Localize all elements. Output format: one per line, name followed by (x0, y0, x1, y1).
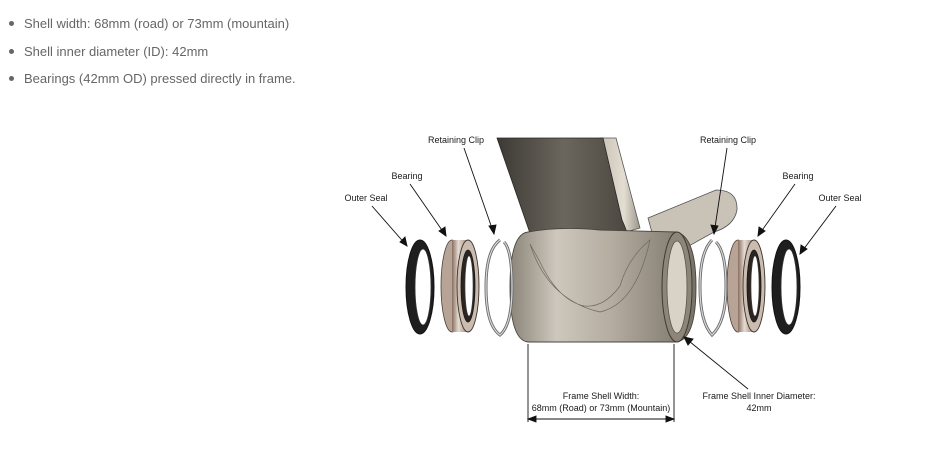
label-retaining-clip-right: Retaining Clip (700, 135, 756, 145)
leader-bearing-right (757, 183, 796, 237)
tube-junction (529, 239, 651, 313)
label-inner-diameter-value: 42mm (746, 403, 771, 413)
spec-text: Shell width: 68mm (road) or 73mm (mounta… (24, 16, 290, 31)
spec-item-shell-width: Shell width: 68mm (road) or 73mm (mounta… (8, 10, 296, 38)
leader-outer-seal-right (799, 205, 837, 255)
label-inner-diameter-title: Frame Shell Inner Diameter: (702, 391, 815, 401)
label-outer-seal-left: Outer Seal (344, 193, 387, 203)
spec-list: Shell width: 68mm (road) or 73mm (mounta… (8, 10, 296, 93)
label-bearing-left: Bearing (391, 171, 422, 181)
shell-width-dimension (526, 344, 676, 423)
bullet-icon (9, 48, 14, 54)
bullet-icon (9, 76, 14, 81)
label-shell-width-value: 68mm (Road) or 73mm (Mountain) (532, 403, 671, 413)
label-bearing-right: Bearing (782, 171, 813, 181)
leader-retaining-clip-right (713, 147, 728, 235)
bottom-bracket-shell (509, 227, 697, 343)
label-shell-width-title: Frame Shell Width: (563, 391, 640, 401)
spec-text: Bearings (42mm OD) pressed directly in f… (24, 71, 296, 86)
spec-text: Shell inner diameter (ID): 42mm (24, 43, 209, 59)
leader-outer-seal-left (371, 205, 408, 247)
leader-retaining-clip-left (463, 147, 495, 235)
leader-inner-diameter (683, 336, 749, 390)
spec-item-bearings: Bearings (42mm OD) pressed directly in f… (8, 65, 296, 93)
label-retaining-clip-left: Retaining Clip (428, 135, 484, 145)
bullet-icon (9, 21, 14, 26)
leader-bearing-left (409, 183, 447, 237)
label-outer-seal-right: Outer Seal (818, 193, 861, 203)
spec-item-inner-diameter: Shell inner diameter (ID): 42mm (8, 38, 296, 66)
